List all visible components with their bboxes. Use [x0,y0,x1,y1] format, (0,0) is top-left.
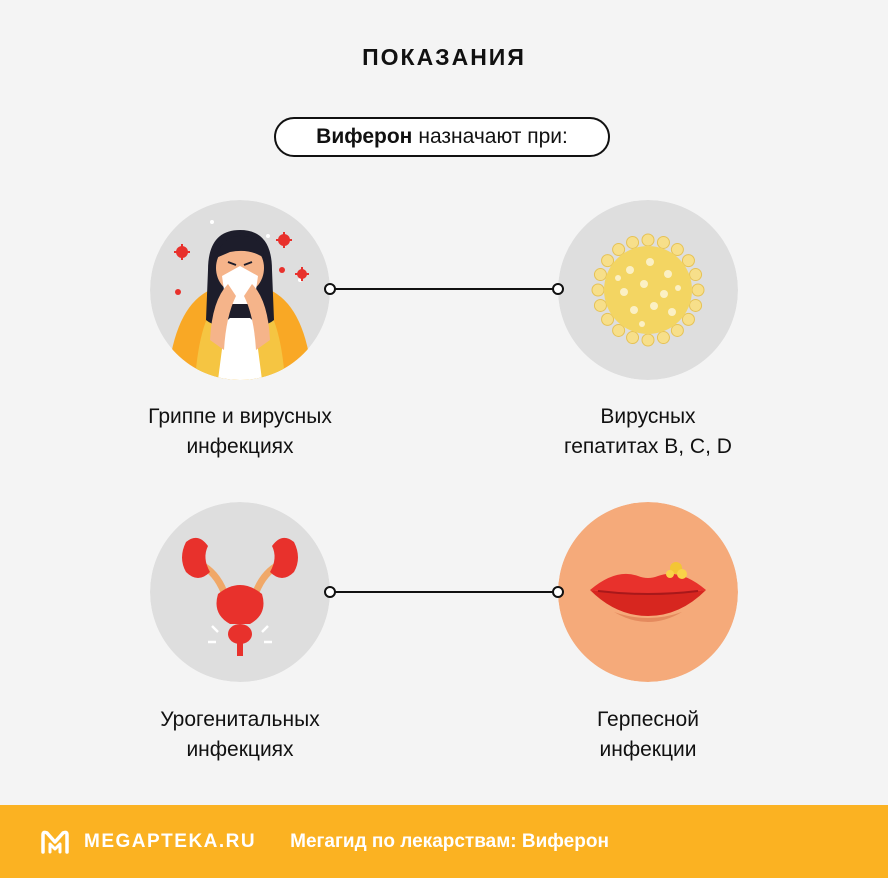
connector-dot [552,283,564,295]
urogenital-illustration [150,502,330,682]
footer-bar: MEGAPTEKA.RU Мегагид по лекарствам: Вифе… [0,805,888,878]
page-title: ПОКАЗАНИЯ [362,44,526,70]
sneezing-woman-icon [150,200,330,380]
connector-bottom [330,591,558,593]
flu-illustration [150,200,330,380]
intro-text: назначают при: [418,125,568,148]
brand-name[interactable]: MEGAPTEKA.RU [84,830,257,852]
connector-dot [324,283,336,295]
connector-dot [552,586,564,598]
herpes-lips-icon [558,502,738,682]
urinary-system-icon [150,502,330,682]
connector-top [330,288,558,290]
hepatitis-illustration [558,200,738,380]
drug-name: Виферон [316,125,413,148]
footer-tagline: Мегагид по лекарствам: Виферон [290,830,609,852]
connector-dot [324,586,336,598]
intro-pill: Виферон назначают при: [274,117,610,157]
megapteka-logo-icon [41,830,69,854]
virus-icon [558,200,738,380]
herpes-illustration [558,502,738,682]
